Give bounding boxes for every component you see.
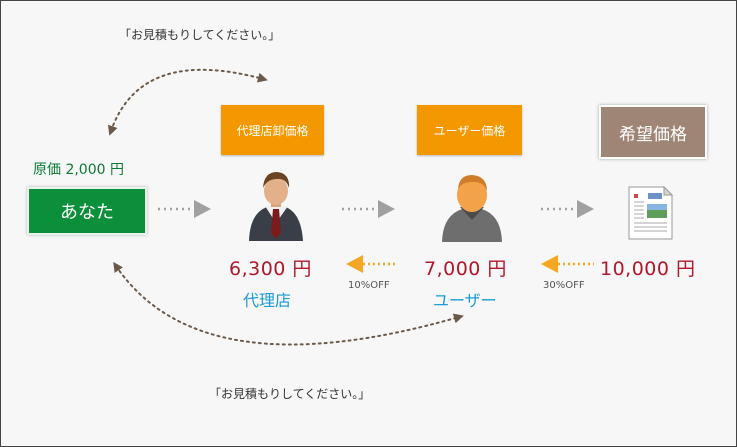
user-role: ユーザー xyxy=(433,291,497,310)
agency-price-header: 代理店卸価格 xyxy=(221,105,324,155)
arrow-user-to-desired xyxy=(541,200,594,218)
user-price-header: ユーザー価格 xyxy=(417,105,522,155)
arrow-user-to-agency-price xyxy=(346,255,397,273)
arrow-agency-to-user xyxy=(342,200,395,218)
desired-price: 10,000 円 xyxy=(600,258,696,280)
quote-top: 「お見積もりしてください。」 xyxy=(119,28,281,42)
agency-price: 6,300 円 xyxy=(229,258,312,280)
curve-arrow-top xyxy=(107,68,268,136)
desired-price-header: 希望価格 xyxy=(599,105,707,159)
agency-discount: 10%OFF xyxy=(348,280,390,291)
arrow-desired-to-user-price xyxy=(541,255,594,273)
you-box: あなた xyxy=(27,187,147,235)
document-icon xyxy=(628,185,674,240)
user-discount: 30%OFF xyxy=(543,280,585,291)
arrow-you-to-agency xyxy=(158,200,211,218)
user-price: 7,000 円 xyxy=(424,258,507,280)
user-person-icon xyxy=(442,175,502,242)
quote-bottom: 「お見積もりしてください。」 xyxy=(209,387,371,401)
cost-label: 原価 2,000 円 xyxy=(33,162,124,178)
agency-role: 代理店 xyxy=(243,291,292,310)
businessman-icon xyxy=(249,172,303,241)
